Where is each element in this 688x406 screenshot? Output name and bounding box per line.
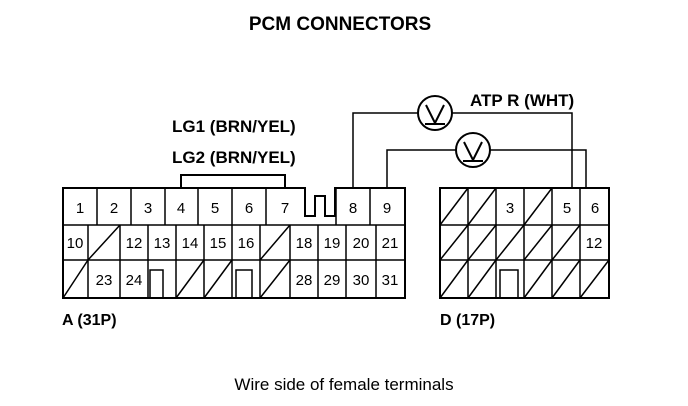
pin-a13: 13	[154, 235, 171, 252]
diagram-title: PCM CONNECTORS	[249, 14, 431, 35]
pin-a5: 5	[211, 200, 219, 217]
pin-d3: 3	[506, 200, 514, 217]
lg1-label: LG1 (BRN/YEL)	[172, 117, 296, 136]
pin-a21: 21	[382, 235, 399, 252]
voltmeter-icon	[455, 132, 491, 168]
pin-a19: 19	[324, 235, 341, 252]
diagram-caption: Wire side of female terminals	[234, 375, 453, 394]
pin-a16: 16	[238, 235, 255, 252]
pin-a9: 9	[383, 200, 391, 217]
pin-a10: 10	[67, 235, 84, 252]
pin-a31: 31	[382, 272, 399, 289]
pin-a4: 4	[177, 200, 185, 217]
pin-d12: 12	[586, 235, 603, 252]
pin-a3: 3	[144, 200, 152, 217]
pin-a24: 24	[126, 272, 143, 289]
connector-a-label: A (31P)	[62, 312, 117, 329]
voltmeter-icon	[417, 95, 453, 131]
pin-d6: 6	[591, 200, 599, 217]
pin-a12: 12	[126, 235, 143, 252]
atp-r-label: ATP R (WHT)	[470, 91, 574, 110]
pin-a29: 29	[324, 272, 341, 289]
pin-a14: 14	[182, 235, 199, 252]
pin-a7: 7	[281, 200, 289, 217]
pin-a30: 30	[353, 272, 370, 289]
pin-a1: 1	[76, 200, 84, 217]
connector-d-label: D (17P)	[440, 312, 495, 329]
connector-d	[439, 187, 610, 299]
connector-d-pins: 3 5 6 12	[506, 200, 603, 252]
pin-a6: 6	[245, 200, 253, 217]
pin-a28: 28	[296, 272, 313, 289]
pin-a20: 20	[353, 235, 370, 252]
lg2-label: LG2 (BRN/YEL)	[172, 148, 296, 167]
connector-a	[62, 187, 406, 299]
pin-a15: 15	[210, 235, 227, 252]
connector-a-pins: 1 2 3 4 5 6 7 8 9 10 12 13 14 15 16 18 1…	[67, 200, 399, 289]
probe-wires	[352, 112, 587, 188]
lg-bracket-wire	[180, 174, 286, 188]
pin-a8: 8	[349, 200, 357, 217]
pin-a23: 23	[96, 272, 113, 289]
pin-a18: 18	[296, 235, 313, 252]
pin-a2: 2	[110, 200, 118, 217]
pin-d5: 5	[563, 200, 571, 217]
